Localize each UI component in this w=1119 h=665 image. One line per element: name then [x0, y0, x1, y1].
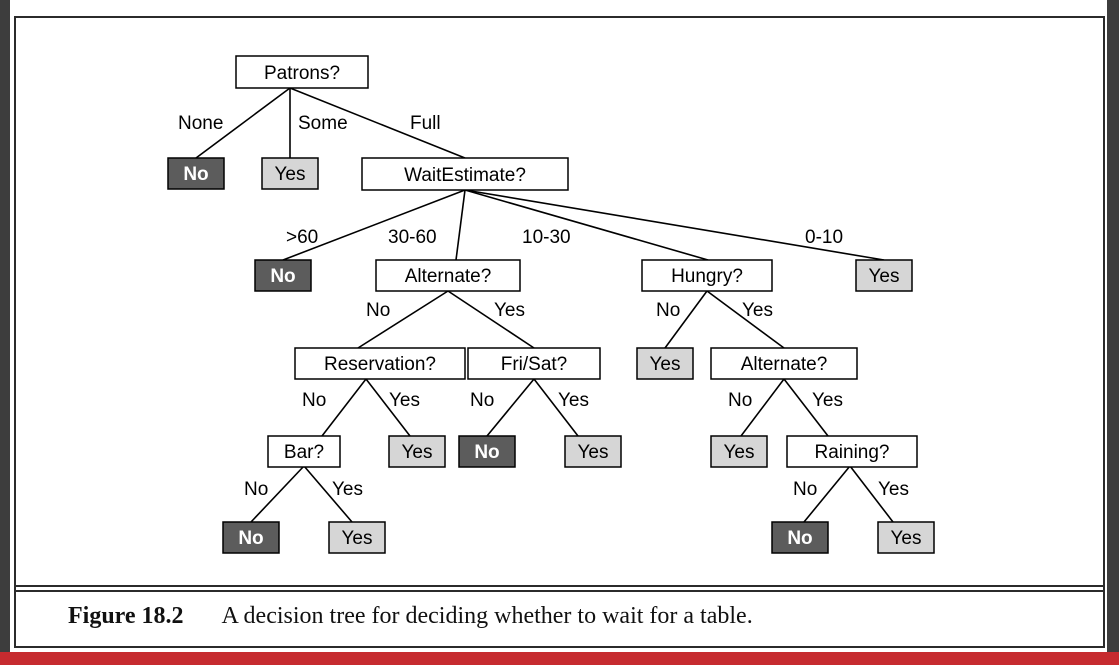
decision-tree-diagram: None Some Full >60 30-60 10-30 0-10 No Y…: [167, 55, 935, 554]
edge-alt2-yes: [783, 378, 829, 437]
edge-res-yes: [365, 378, 411, 437]
edge-label-alt1-yes: Yes: [494, 300, 525, 321]
node-label: Fri/Sat?: [501, 354, 568, 375]
edge-bar-no: [250, 465, 305, 523]
edge-rain-yes: [849, 465, 894, 523]
edge-label-full: Full: [410, 113, 441, 134]
node-raining-no-leaf: No: [771, 521, 829, 554]
node-label: Yes: [275, 164, 306, 185]
node-we-0-10-leaf: Yes: [855, 259, 913, 292]
node-fri-sat: Fri/Sat?: [467, 347, 601, 380]
node-label: Yes: [650, 354, 681, 375]
node-bar-yes-leaf: Yes: [328, 521, 386, 554]
edge-label-alt2-no: No: [728, 390, 752, 411]
node-fri-sat-yes-leaf: Yes: [564, 435, 622, 468]
edge-hungry-yes: [706, 290, 785, 349]
node-alternate-2: Alternate?: [710, 347, 858, 380]
tree-edges: [195, 87, 894, 523]
edge-label-bar-no: No: [244, 479, 268, 500]
node-label: Bar?: [284, 442, 324, 463]
edge-label-alt2-yes: Yes: [812, 390, 843, 411]
node-label: Yes: [724, 442, 755, 463]
edge-label-fs-no: No: [470, 390, 494, 411]
edge-label-alt1-no: No: [366, 300, 390, 321]
node-label: Alternate?: [741, 354, 828, 375]
edge-label-res-no: No: [302, 390, 326, 411]
edge-label-gt60: >60: [286, 227, 318, 248]
edge-we-gt60: [282, 189, 466, 261]
edge-patrons-none: [195, 87, 291, 159]
edge-label-none: None: [178, 113, 223, 134]
frame-border-top: [14, 16, 1105, 18]
node-patrons-some-leaf: Yes: [261, 157, 319, 190]
node-bar: Bar?: [267, 435, 341, 468]
node-reservation-yes-leaf: Yes: [388, 435, 446, 468]
edge-label-rain-no: No: [793, 479, 817, 500]
frame-border-left: [14, 16, 16, 648]
node-label: No: [787, 528, 812, 549]
edge-we-10-30: [464, 189, 709, 261]
frame-border-bottom: [14, 646, 1105, 648]
edge-alt1-yes: [447, 290, 535, 349]
edge-we-0-10: [464, 189, 885, 261]
edge-label-10-30: 10-30: [522, 227, 571, 248]
edge-label-res-yes: Yes: [389, 390, 420, 411]
node-label: Reservation?: [324, 354, 436, 375]
node-alternate-1: Alternate?: [375, 259, 521, 292]
edge-alt1-no: [357, 290, 449, 349]
node-label: Yes: [342, 528, 373, 549]
edge-res-no: [321, 378, 367, 437]
node-fri-sat-no-leaf: No: [458, 435, 516, 468]
caption-text: A decision tree for deciding whether to …: [221, 603, 753, 629]
node-label: Yes: [578, 442, 609, 463]
node-label: Yes: [402, 442, 433, 463]
node-patrons: Patrons?: [235, 55, 369, 89]
node-hungry: Hungry?: [641, 259, 773, 292]
edge-we-30-60: [455, 189, 466, 261]
node-label: No: [270, 266, 295, 287]
node-wait-estimate: WaitEstimate?: [361, 157, 569, 191]
node-raining: Raining?: [786, 435, 918, 468]
edge-label-bar-yes: Yes: [332, 479, 363, 500]
node-label: Yes: [869, 266, 900, 287]
edge-labels: None Some Full >60 30-60 10-30 0-10 No Y…: [178, 113, 909, 500]
edge-bar-yes: [303, 465, 353, 523]
node-bar-no-leaf: No: [222, 521, 280, 554]
edge-label-fs-yes: Yes: [558, 390, 589, 411]
node-hungry-no-leaf: Yes: [636, 347, 694, 380]
edge-hungry-no: [664, 290, 708, 349]
edge-rain-no: [803, 465, 851, 523]
node-we-gt60-leaf: No: [254, 259, 312, 292]
node-reservation: Reservation?: [294, 347, 466, 380]
node-label: Yes: [891, 528, 922, 549]
edge-fs-no: [486, 378, 535, 437]
edge-label-rain-yes: Yes: [878, 479, 909, 500]
caption-separator-top: [14, 585, 1105, 587]
node-patrons-none-leaf: No: [167, 157, 225, 190]
edge-patrons-full: [289, 87, 466, 159]
node-label: Raining?: [815, 442, 890, 463]
frame-border-right: [1103, 16, 1105, 648]
caption-separator-bottom: [14, 590, 1105, 592]
node-label: Patrons?: [264, 63, 340, 84]
edge-fs-yes: [533, 378, 579, 437]
figure-caption: Figure 18.2 A decision tree for deciding …: [68, 603, 753, 637]
node-raining-yes-leaf: Yes: [877, 521, 935, 554]
edge-label-hungry-yes: Yes: [742, 300, 773, 321]
node-label: Alternate?: [405, 266, 492, 287]
tree-nodes: Patrons? No Yes WaitEstimate? No Alterna…: [167, 55, 935, 554]
figure-number: Figure 18.2: [68, 603, 184, 629]
edge-label-some: Some: [298, 113, 348, 134]
node-label: No: [183, 164, 208, 185]
edge-alt2-no: [740, 378, 785, 437]
edge-label-30-60: 30-60: [388, 227, 437, 248]
node-label: WaitEstimate?: [404, 165, 526, 186]
node-alternate-2-no-leaf: Yes: [710, 435, 768, 468]
node-label: No: [474, 442, 499, 463]
node-label: No: [238, 528, 263, 549]
bottom-accent-bar: [0, 652, 1119, 665]
node-label: Hungry?: [671, 266, 743, 287]
edge-label-hungry-no: No: [656, 300, 680, 321]
edge-label-0-10: 0-10: [805, 227, 843, 248]
